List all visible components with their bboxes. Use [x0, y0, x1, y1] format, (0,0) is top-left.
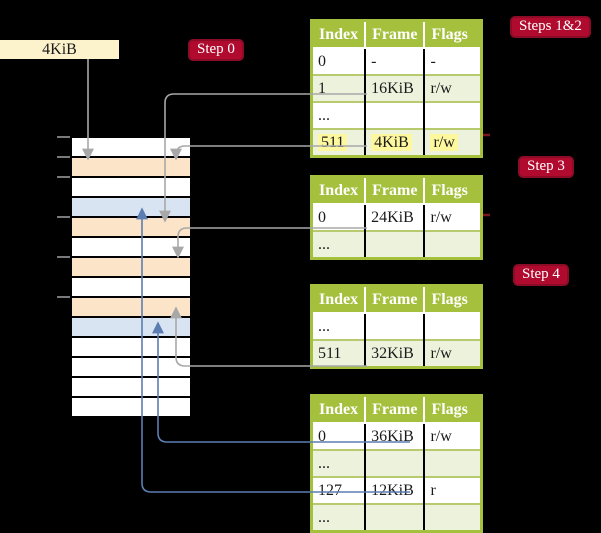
memory-row — [72, 238, 190, 258]
table-cell: r/w — [423, 74, 481, 102]
table-cell: r/w — [423, 128, 481, 155]
table-cell: r/w — [423, 339, 481, 366]
badge-steps-1-2: Steps 1&2 — [510, 16, 591, 38]
table-row: ... — [313, 230, 481, 257]
table-cell: r/w — [423, 204, 481, 231]
badge-step-4-label: Step 4 — [522, 266, 560, 282]
table-cell: ... — [313, 101, 366, 129]
table-cell: 4KiB — [364, 128, 425, 155]
memory-row — [72, 298, 190, 318]
memory-row — [72, 338, 190, 358]
table-cell: 12KiB — [364, 476, 425, 504]
table-header-flags: Flags — [423, 397, 481, 424]
memory-row — [72, 138, 190, 158]
badge-step-0-label: Step 0 — [197, 41, 235, 57]
memory-row — [72, 318, 190, 338]
table-cell: - — [364, 48, 425, 75]
table-cell: 36KiB — [364, 423, 425, 450]
frame-size-label: 4KiB — [42, 40, 77, 58]
table-header-index: Index — [313, 397, 366, 424]
table-header-frame: Frame — [364, 397, 425, 424]
memory-row — [72, 198, 190, 218]
table-cell: 0 — [313, 423, 366, 450]
table-cell — [364, 101, 425, 129]
table-cell: ... — [313, 230, 366, 257]
badge-step-0: Step 0 — [188, 39, 244, 61]
table-cell: r/w — [423, 423, 481, 450]
table-row: ... — [313, 503, 481, 530]
table-row: 0-- — [313, 48, 481, 75]
table-cell: 32KiB — [364, 339, 425, 366]
table-header-flags: Flags — [423, 287, 481, 314]
frame-size-box: 4KiB — [0, 40, 119, 59]
badge-step-3-label: Step 3 — [527, 158, 565, 174]
memory-tick-marks — [57, 136, 70, 298]
table-cell: 24KiB — [364, 204, 425, 231]
table-header-index: Index — [313, 178, 366, 205]
table-cell: ... — [313, 503, 366, 530]
table-cell — [423, 449, 481, 477]
table-header-flags: Flags — [423, 178, 481, 205]
highlighted-value: 511 — [318, 133, 348, 151]
table-cell: r — [423, 476, 481, 504]
table-cell — [423, 101, 481, 129]
memory-row — [72, 378, 190, 398]
table-cell: ... — [313, 313, 366, 340]
table-cell — [423, 503, 481, 530]
table-cell: 511 — [313, 339, 366, 366]
table-row: ... — [313, 101, 481, 129]
table-cell: 16KiB — [364, 74, 425, 102]
table-header-frame: Frame — [364, 178, 425, 205]
memory-row — [72, 258, 190, 278]
table-cell — [364, 449, 425, 477]
table-row: ... — [313, 313, 481, 340]
table-cell — [423, 230, 481, 257]
table-cell: 127 — [313, 476, 366, 504]
table-header-frame: Frame — [364, 22, 425, 49]
table-cell: ... — [313, 449, 366, 477]
memory-row — [72, 358, 190, 378]
table-cell: 0 — [313, 204, 366, 231]
memory-row — [72, 158, 190, 178]
memory-row — [72, 278, 190, 298]
table-cell — [364, 230, 425, 257]
table-cell — [364, 313, 425, 340]
badge-step-3: Step 3 — [518, 156, 574, 178]
memory-row — [72, 178, 190, 198]
table-header-flags: Flags — [423, 22, 481, 49]
table-header-index: Index — [313, 287, 366, 314]
memory-row — [72, 398, 190, 416]
highlighted-value: r/w — [430, 133, 458, 151]
highlighted-value: 4KiB — [371, 133, 412, 151]
physical-memory — [70, 136, 192, 418]
table-header-index: Index — [313, 22, 366, 49]
table-cell — [423, 313, 481, 340]
table-row: ... — [313, 449, 481, 477]
badge-step-4: Step 4 — [513, 264, 569, 286]
table-cell: 1 — [313, 74, 366, 102]
badge-steps-1-2-label: Steps 1&2 — [519, 18, 582, 34]
table-row: 511 4KiB r/w — [313, 128, 481, 155]
table-cell: 511 — [313, 128, 366, 155]
table-cell — [364, 503, 425, 530]
memory-row — [72, 218, 190, 238]
table-cell: - — [423, 48, 481, 75]
table-cell: 0 — [313, 48, 366, 75]
table-header-frame: Frame — [364, 287, 425, 314]
